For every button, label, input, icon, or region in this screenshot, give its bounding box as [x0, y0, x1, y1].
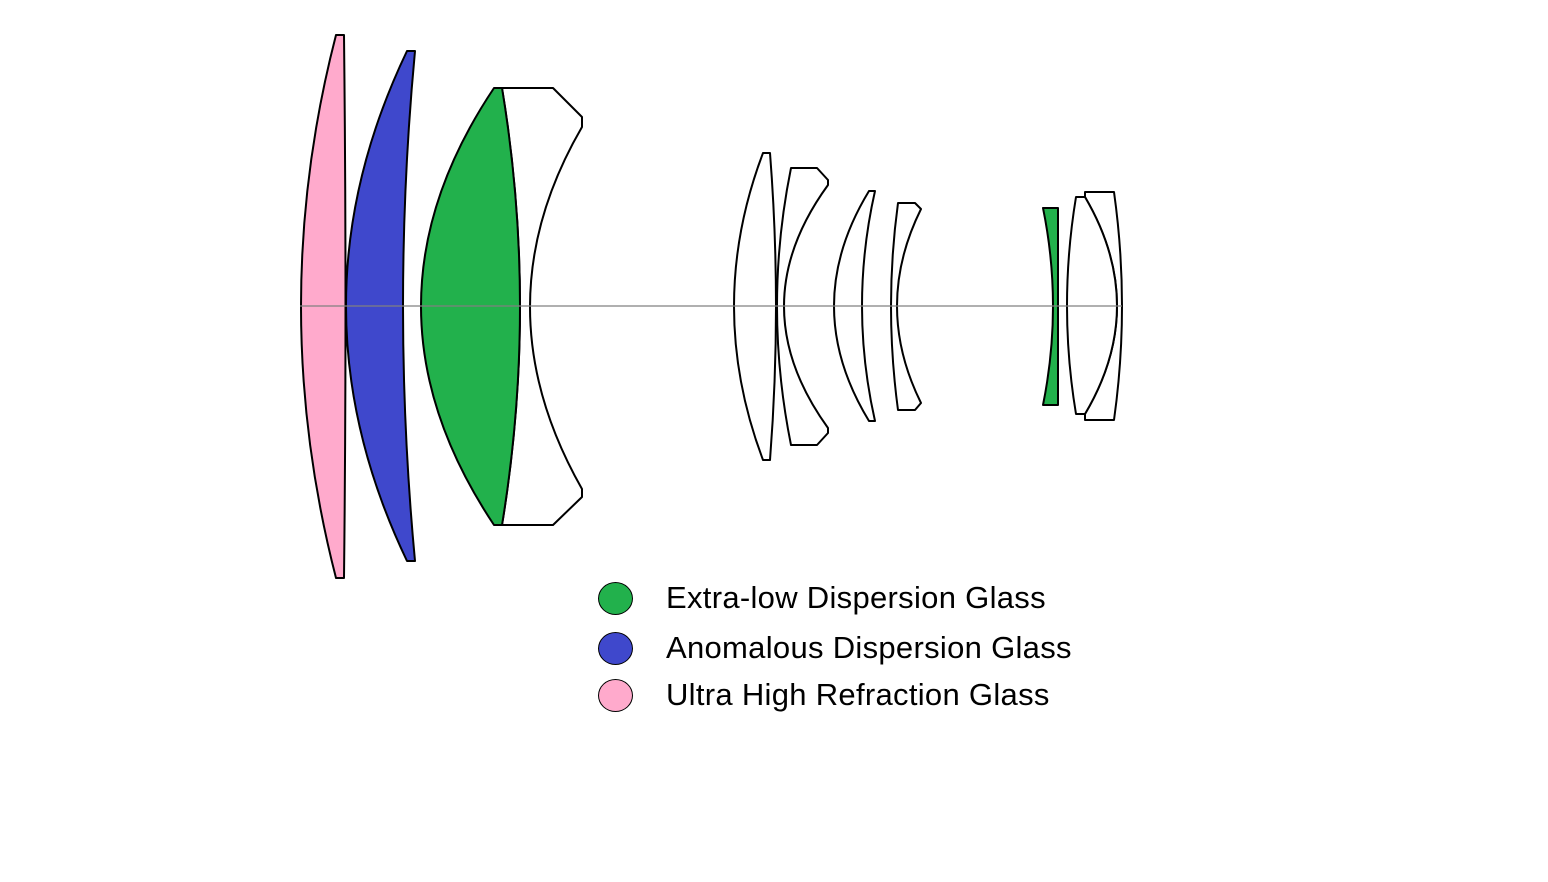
- legend-item-uhr-glass: Ultra High Refraction Glass: [598, 675, 1050, 715]
- legend-label: Ultra High Refraction Glass: [666, 677, 1050, 712]
- legend-swatch-blue: [598, 631, 633, 665]
- legend-swatch-green: [598, 581, 633, 615]
- lens-element-6: [776, 167, 829, 446]
- lens-element-9: [1042, 207, 1059, 406]
- lens-element-8: [890, 202, 922, 411]
- legend-item-ad-glass: Anomalous Dispersion Glass: [598, 628, 1072, 668]
- legend-label: Anomalous Dispersion Glass: [666, 630, 1072, 665]
- legend-swatch-pink: [598, 678, 633, 712]
- legend-item-ed-glass: Extra-low Dispersion Glass: [598, 578, 1046, 618]
- legend-label: Extra-low Dispersion Glass: [666, 580, 1046, 615]
